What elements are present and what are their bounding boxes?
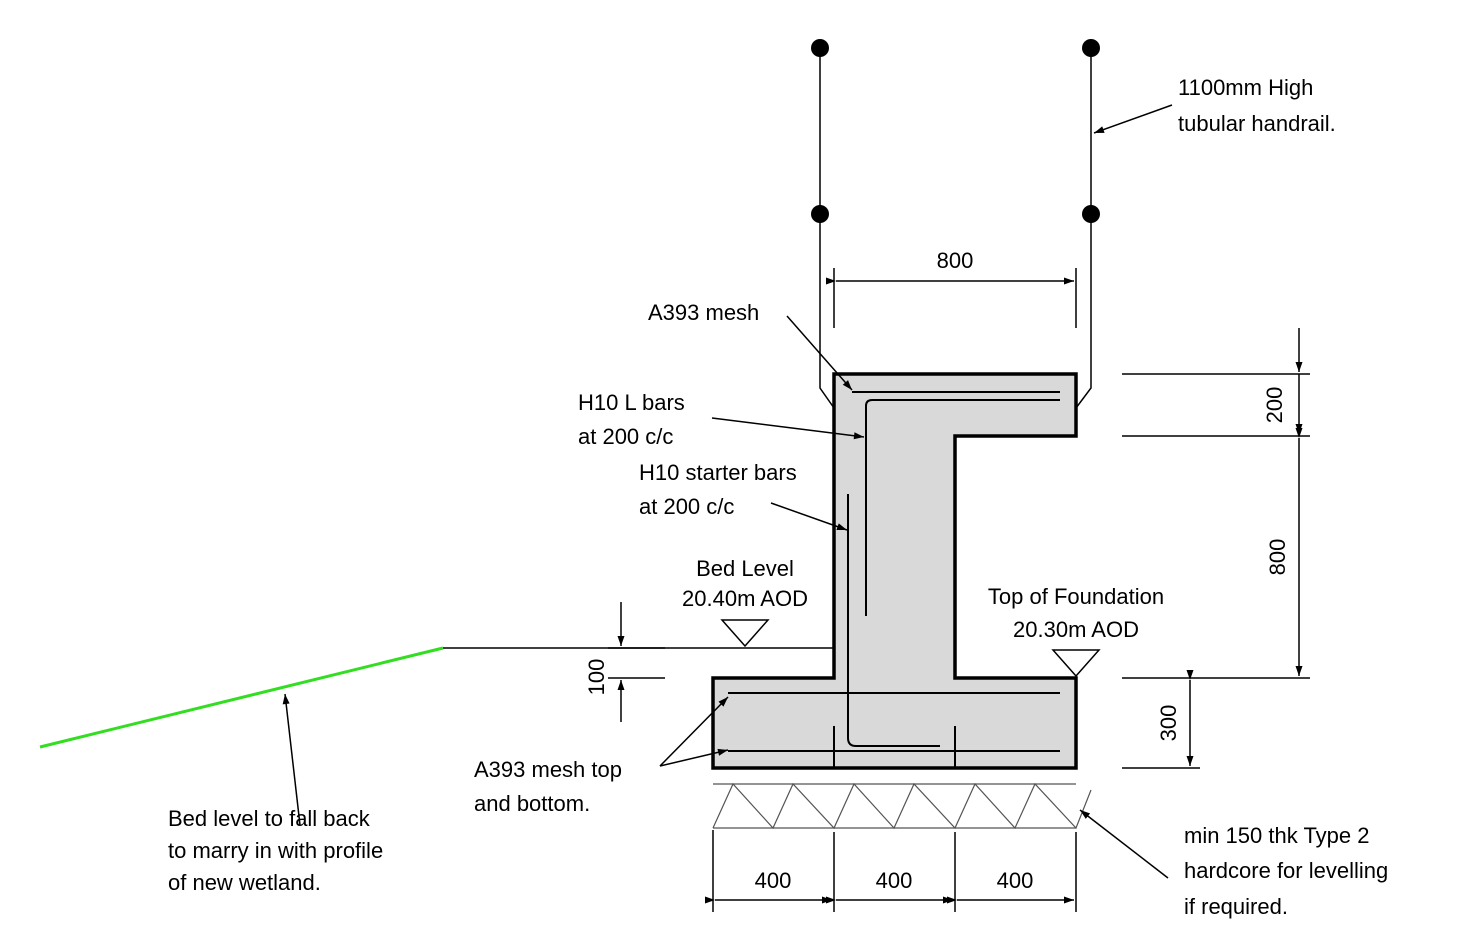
concrete-section (711, 372, 1078, 770)
reinforcement (728, 391, 1060, 768)
dimension-step (608, 602, 665, 722)
mesh-top-bottom-label: A393 mesh top (474, 757, 622, 782)
dimension-slab-thickness-label: 200 (1262, 387, 1287, 424)
dimension-right-vertical (1122, 328, 1310, 769)
h10-l-bars-label: at 200 c/c (578, 424, 673, 449)
mesh-top-bottom-label: and bottom. (474, 791, 590, 816)
handrail (811, 39, 1173, 409)
bed-fall-label: of new wetland. (168, 870, 321, 895)
dimension-base-right-label: 400 (997, 868, 1034, 893)
dimension-top-width-label: 800 (937, 248, 974, 273)
bed-fall-label: to marry in with profile (168, 838, 383, 863)
ground-profile-line (39, 646, 444, 749)
top-of-foundation-label: Top of Foundation (988, 584, 1164, 609)
hardcore-label: min 150 thk Type 2 (1184, 823, 1370, 848)
top-of-foundation-label: 20.30m AOD (1013, 617, 1139, 642)
bed-level-label: 20.40m AOD (682, 586, 808, 611)
handrail-post-top-right (1082, 39, 1100, 57)
a393-mesh-label: A393 mesh (648, 300, 759, 325)
dimension-base-left-label: 400 (755, 868, 792, 893)
hardcore-label: hardcore for levelling (1184, 858, 1388, 883)
bed-level-label: Bed Level (696, 556, 794, 581)
handrail-label: 1100mm High (1178, 75, 1313, 100)
handrail-label: tubular handrail. (1178, 111, 1336, 136)
dimension-step-label: 100 (584, 659, 609, 696)
handrail-rail-mid-right (1082, 205, 1100, 223)
handrail-rail-mid-left (811, 205, 829, 223)
dimension-bottom (705, 830, 1077, 912)
bed-fall-label: Bed level to fall back (168, 806, 371, 831)
leader-lines (659, 315, 865, 767)
h10-starter-bars-label: H10 starter bars (639, 460, 797, 485)
bed-level-marker (720, 619, 770, 648)
dimension-wall-height-label: 800 (1265, 539, 1290, 576)
handrail-post-top-left (811, 39, 829, 57)
dimension-base-mid-label: 400 (876, 868, 913, 893)
hardcore-label: if required. (1184, 894, 1288, 919)
dimension-top-width (826, 268, 1077, 328)
hardcore-layer (712, 782, 1169, 879)
top-of-foundation-marker (1051, 649, 1101, 678)
h10-starter-bars-label: at 200 c/c (639, 494, 734, 519)
dimension-base-thickness-label: 300 (1156, 705, 1181, 742)
h10-l-bars-label: H10 L bars (578, 390, 685, 415)
